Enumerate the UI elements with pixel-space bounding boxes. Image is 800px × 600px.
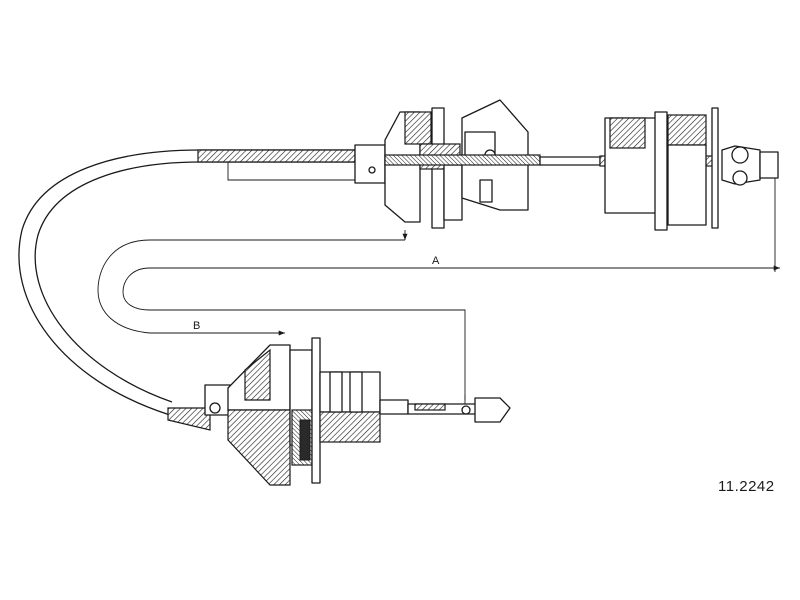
lower-rod-end — [407, 397, 511, 423]
upper-sleeve — [197, 149, 356, 163]
lower-fitting — [167, 337, 409, 486]
dimension-loop — [97, 155, 780, 410]
upper-fitting — [354, 99, 529, 229]
dimension-label-b: B — [193, 320, 200, 332]
part-number-label: 11.2242 — [718, 478, 775, 495]
dimension-label-a: A — [432, 255, 440, 267]
right-adjuster — [604, 107, 779, 231]
